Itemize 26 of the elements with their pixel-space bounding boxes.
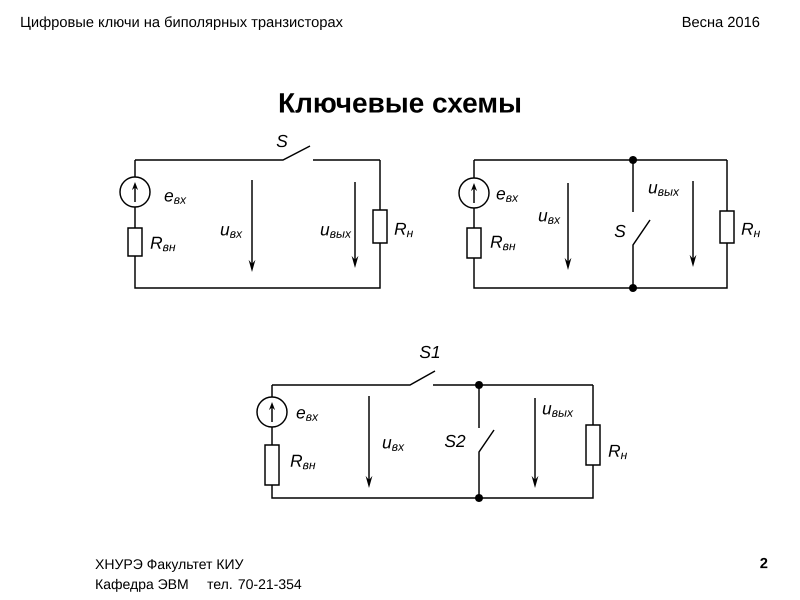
circuit-label: R$_{вн}$ xyxy=(490,236,516,250)
circuit-label: u$_{вх}$ xyxy=(220,226,242,238)
circuit-label: e$_{вх}$ xyxy=(164,192,186,204)
circuit-label: u$_{вх}$ xyxy=(382,439,404,451)
footer-text: ХНУРЭ Факультет КИУ xyxy=(95,559,244,572)
circuit-label: u$_{вых}$ xyxy=(648,184,680,196)
circuit-label: R$_{н}$ xyxy=(394,222,414,238)
circuit-label: u$_{вх}$ xyxy=(538,212,560,224)
circuit-label: S1 xyxy=(420,346,440,358)
circuit-label: e$_{вх}$ xyxy=(496,190,518,202)
circuit-label: R$_{вн}$ xyxy=(290,454,316,470)
slide-title: Ключевые схемы xyxy=(280,93,520,113)
circuit-label: u$_{вых}$ xyxy=(320,226,352,238)
circuit-label: S xyxy=(276,134,288,148)
footer-text: тел. 70-21-354 xyxy=(207,579,302,590)
page-number: 2 xyxy=(760,558,768,568)
circuit-label: S xyxy=(614,224,626,238)
footer-text: Кафедра ЭВМ xyxy=(96,578,188,592)
header-text: Весна 2016 xyxy=(682,16,760,28)
circuit-label: u$_{вых}$ xyxy=(542,405,574,417)
circuit-label: R$_{н}$ xyxy=(742,222,760,238)
header-text: Цифровые ключи на биполярных транзисторах xyxy=(21,16,343,30)
circuit-label: S2 xyxy=(444,434,466,448)
circuit-label: R$_{вн}$ xyxy=(150,236,176,252)
circuit-label: e$_{вх}$ xyxy=(296,409,318,421)
circuit-label: R$_{н}$ xyxy=(608,444,628,460)
